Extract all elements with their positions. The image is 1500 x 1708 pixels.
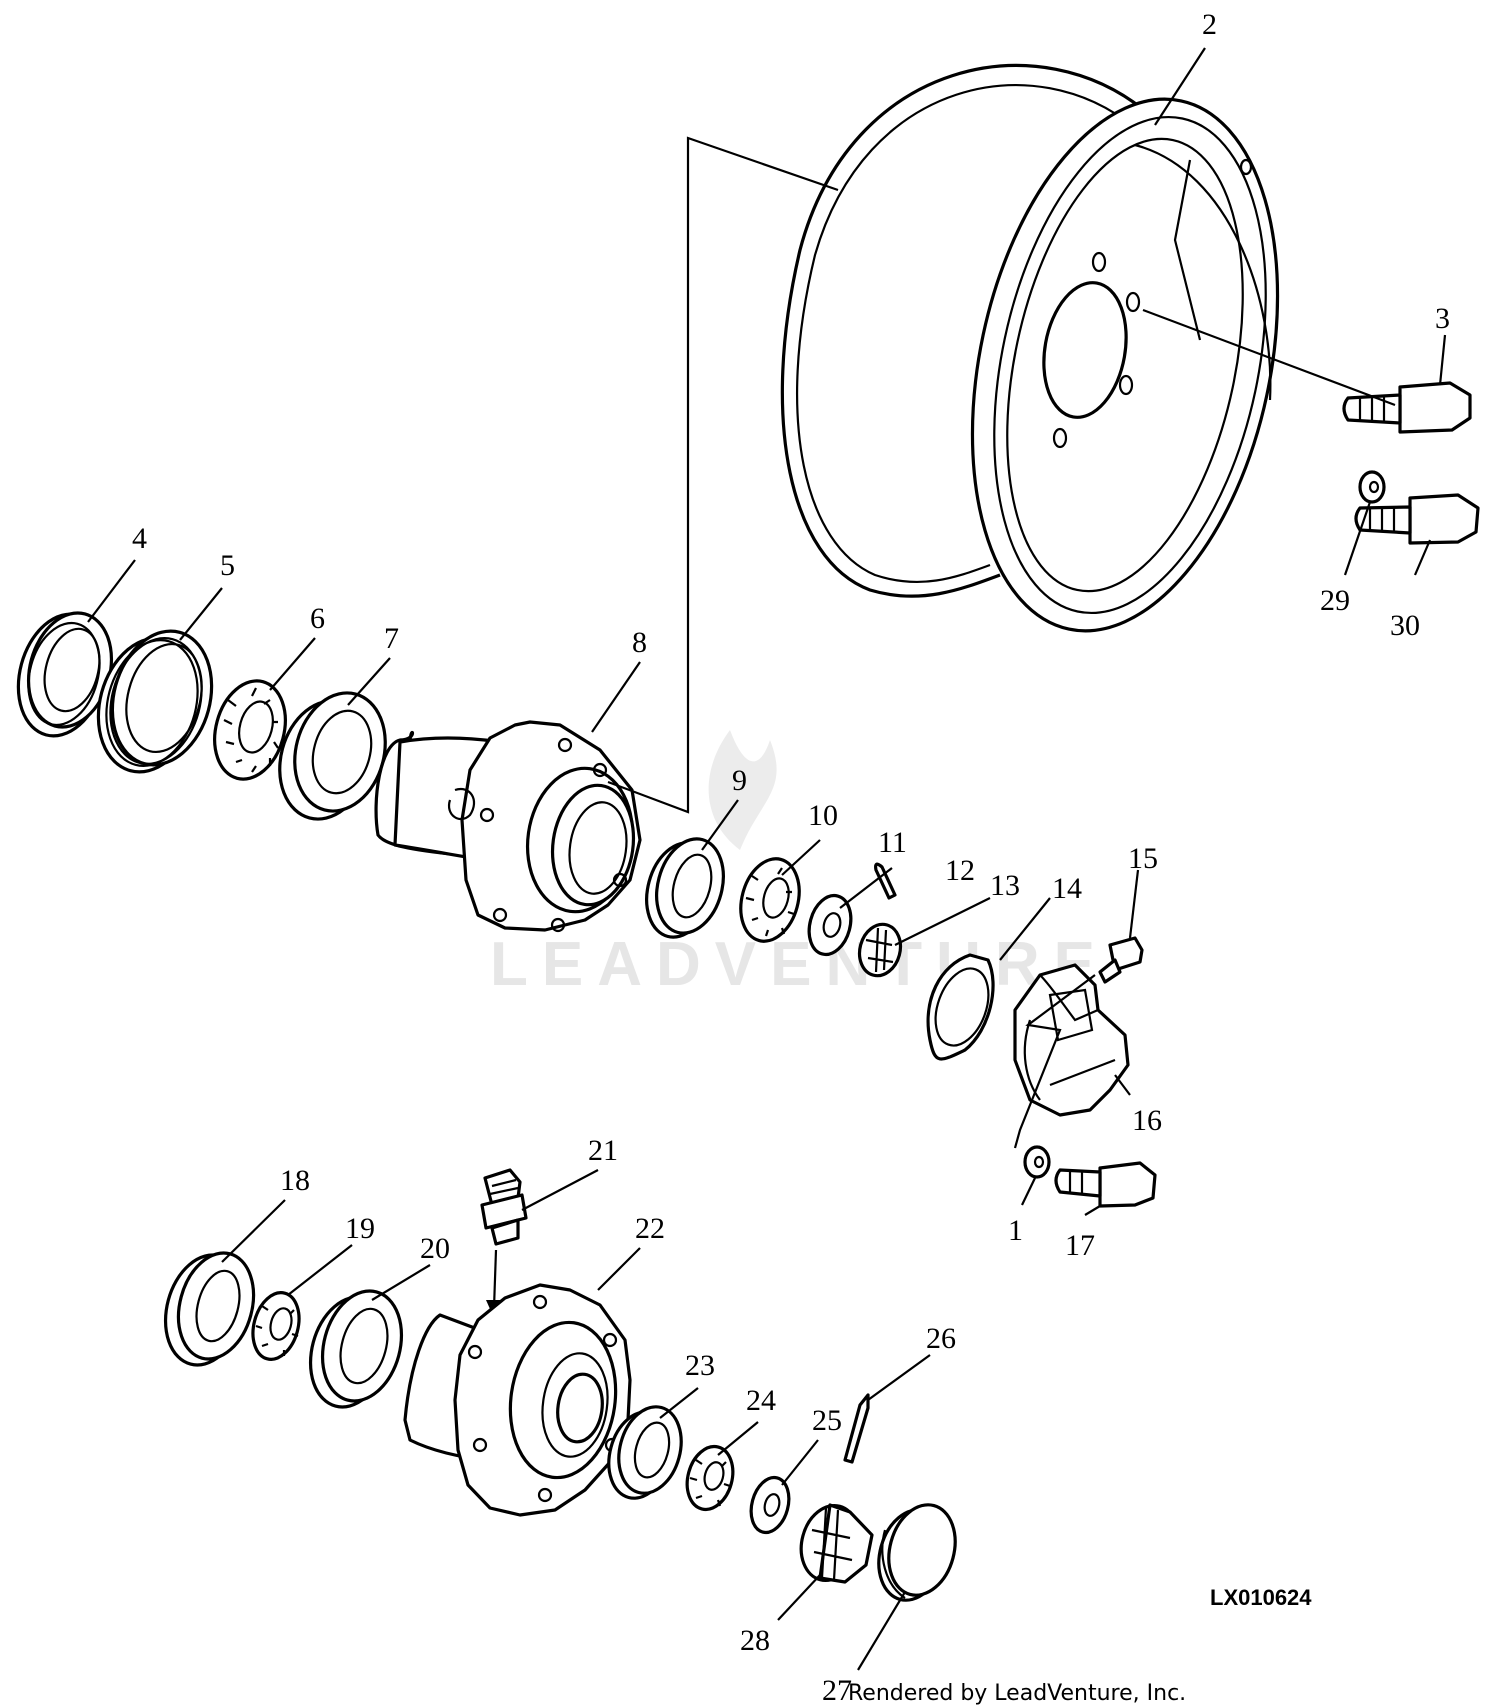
callout-22: 22	[635, 1212, 665, 1245]
part-5-bearing-cup	[96, 629, 214, 774]
part-24-bearing-cone	[685, 1444, 735, 1512]
callout-13: 13	[990, 869, 1020, 902]
callout-labels: 2 3 29 30 4 5 6 7 8 9 10 11 12 13 14 15 …	[132, 8, 1450, 1707]
part-1-lock-washer	[1023, 1145, 1051, 1179]
callout-25: 25	[812, 1404, 842, 1437]
callout-28: 28	[740, 1624, 770, 1657]
callout-26: 26	[926, 1322, 956, 1355]
part-22-hub	[403, 1283, 632, 1517]
part-14-gasket	[926, 953, 995, 1061]
part-13-slotted-nut	[857, 922, 903, 978]
part-6-bearing-cone	[213, 679, 287, 781]
part-26-cotter-pin	[843, 1393, 870, 1464]
part-25-washer	[749, 1475, 791, 1535]
part-19-bearing-cone	[251, 1291, 301, 1361]
part-9-bearing-cup	[645, 837, 725, 939]
callout-21: 21	[588, 1134, 618, 1167]
callout-11: 11	[878, 826, 907, 859]
part-29-washer	[1358, 470, 1386, 504]
callout-10: 10	[808, 799, 838, 832]
part-4-seal	[16, 611, 114, 738]
callout-12: 12	[945, 854, 975, 887]
callout-29: 29	[1320, 584, 1350, 617]
assembly-lines	[607, 136, 1396, 1149]
part-23-bearing-cup	[607, 1405, 683, 1500]
part-27-dust-cap	[877, 1503, 957, 1602]
callout-leaders	[87, 47, 1447, 1671]
part-21-grease-fitting	[480, 1168, 528, 1246]
callout-6: 6	[310, 602, 325, 635]
callout-27: 27	[822, 1674, 852, 1707]
callout-17: 17	[1065, 1229, 1095, 1262]
part-16-bearing-cap	[1013, 963, 1130, 1117]
callout-14: 14	[1052, 872, 1082, 905]
part-17-bolt	[1054, 1161, 1157, 1208]
part-7-bearing-cup	[278, 691, 387, 821]
part-30-bolt	[1354, 493, 1480, 545]
callout-23: 23	[685, 1349, 715, 1382]
part-28-slotted-nut	[799, 1503, 874, 1584]
callout-19: 19	[345, 1212, 375, 1245]
part-10-bearing-cone	[739, 857, 801, 943]
callout-7: 7	[384, 622, 399, 655]
callout-9: 9	[732, 764, 747, 797]
render-credit: Rendered by LeadVenture, Inc.	[848, 1681, 1186, 1706]
part-2-wheel-rim	[780, 63, 1280, 633]
arrow-21-to-22	[492, 1249, 498, 1309]
callout-15: 15	[1128, 842, 1158, 875]
part-18-seal	[163, 1251, 256, 1367]
figure-code: LX010624	[1210, 1585, 1312, 1610]
part-11-washer	[807, 893, 853, 957]
part-3-bolt	[1342, 381, 1472, 434]
part-12-cotter-pin	[874, 862, 897, 900]
callout-2: 2	[1202, 8, 1217, 41]
callout-5: 5	[220, 549, 235, 582]
callout-16: 16	[1132, 1104, 1162, 1137]
callout-1: 1	[1008, 1214, 1023, 1247]
part-20-bearing-cup	[308, 1289, 404, 1409]
part-15-grease-fitting	[1098, 936, 1144, 984]
callout-18: 18	[280, 1164, 310, 1197]
callout-20: 20	[420, 1232, 450, 1265]
callout-4: 4	[132, 522, 147, 555]
callout-8: 8	[632, 626, 647, 659]
callout-3: 3	[1435, 302, 1450, 335]
callout-30: 30	[1390, 609, 1420, 642]
part-8-hub	[374, 720, 642, 933]
callout-24: 24	[746, 1384, 776, 1417]
